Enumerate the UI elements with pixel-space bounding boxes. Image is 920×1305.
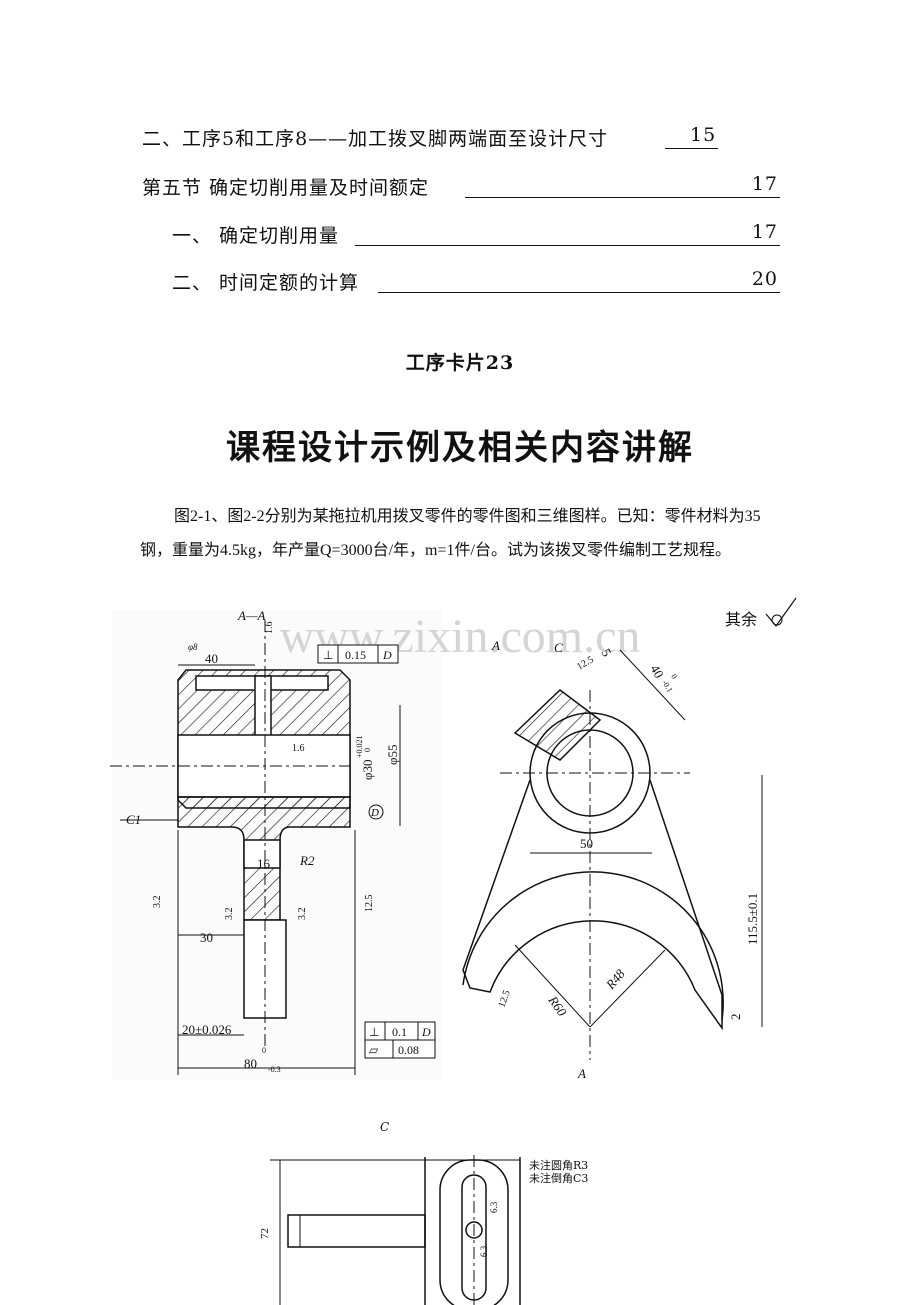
roughness-6-3-a: 6.3 [489,1201,499,1213]
dim-phi55-label: φ55 [385,744,400,765]
dim-20-label: 20±0.026 [182,1022,232,1037]
section-view-labels: φ8 40 16 R2 C1 30 20±0.026 80 -0.3 0 φ55… [126,622,400,1075]
toc-entry-text: 二、 时间定额的计算 [172,272,360,294]
process-card-heading: 工序卡片23 [405,352,515,374]
lower-drawing-lines [270,1155,521,1305]
tolerance-frame-top: ⊥ 0.15 D [317,644,399,664]
dim-80-label: 80 [244,1056,257,1071]
c1-label: C1 [126,812,141,827]
dim-80-upper: 0 [262,1046,266,1055]
section-view: A—A [110,608,401,1075]
lower-drawing: 72 6.3 6.3 [259,1155,521,1305]
problem-paragraph: 图2-1、图2-2分别为某拖拉机用拨叉零件的零件图和三维图样。已知：零件材料为3… [140,508,761,559]
view-label-a-bottom: A [577,1066,586,1081]
fork-view-labels: A C A 50 R60 R48 115.5±0.1 2 40 0 -0.1 5… [491,597,797,1081]
dim-2-label: 2 [728,1014,743,1021]
dim-40b-low: -0.1 [660,679,674,694]
page-title: 课程设计示例及相关内容讲解 [226,428,694,468]
dim-phi30-low: 0 [363,748,372,752]
dim-80-tol: -0.3 [268,1065,281,1074]
flatness-value: 0.08 [398,1043,419,1057]
toc-leader-line [665,124,718,149]
toc-page-number: 15 [690,124,717,146]
dim-72-label: 72 [259,1228,271,1239]
dim-115-label: 115.5±0.1 [745,893,760,945]
toc-entry-text: 第五节 确定切削用量及时间额定 [142,177,430,199]
flatness-symbol: ▱ [369,1043,379,1057]
roughness-1-6-b: 1.6 [292,743,305,754]
r60-label: R60 [545,992,570,1019]
toc-leader-line [378,268,780,293]
tol-ref: D [382,648,392,662]
roughness-1-6-a: 1.6 [264,622,275,635]
roughness-3-2-c: 3.2 [297,908,308,921]
r2-label: R2 [299,853,315,868]
toc-page-number: 20 [751,268,778,290]
phi8-label: φ8 [188,642,198,652]
tolerance-frame-bottom: ⊥ 0.1 D ▱ 0.08 [364,1021,436,1059]
unnoted-chamfer-note: 未注倒角C3 [529,1172,589,1185]
fork-view [462,649,763,1060]
toc-entry-text: 二、工序5和工序8——加工拨叉脚两端面至设计尺寸 [142,128,609,150]
toc-page-number: 17 [751,221,778,243]
roughness-6-3-b: 6.3 [479,1245,489,1257]
tol-value: 0.1 [392,1025,407,1039]
section-label: A—A [237,608,266,623]
view-label-c: C [554,640,563,655]
toc-leader-line [355,221,780,246]
roughness-3-2-b: 3.2 [224,908,235,921]
dim-16-label: 16 [257,856,271,871]
dim-phi30-label: φ30 [360,759,375,780]
tol-symbol: ⊥ [369,1025,379,1039]
r48-label: R48 [602,966,628,993]
tol-symbol: ⊥ [323,648,333,662]
qiyu-note: 其余 [725,610,757,629]
tol-ref: D [421,1025,431,1039]
roughness-12-5-c: 12.5 [496,989,512,1009]
dim-30-label: 30 [200,930,213,945]
dim-40-label: 40 [205,651,218,666]
toc-leader-line [465,173,780,198]
datum-d-label: D [370,807,379,819]
lower-view-label: C [380,1120,390,1134]
unnoted-fillet-note: 未注圆角R3 [529,1159,589,1172]
dim-phi30-tol: +0.021 [355,735,364,758]
dim-40b-tol: 0 [669,673,679,681]
toc-entry-text: 一、 确定切削用量 [172,225,340,247]
view-label-a-top: A [491,638,500,653]
dim-40b-label: 40 [647,662,666,681]
dim-50-label: 50 [580,836,593,851]
part-drawing: www.zixin.com.cn A—A φ8 40 16 R2 C [110,597,797,1081]
toc-page-number: 17 [751,173,778,195]
roughness-12-5-a: 12.5 [364,895,375,913]
roughness-3-2-a: 3.2 [152,896,163,909]
tol-value: 0.15 [345,648,366,662]
